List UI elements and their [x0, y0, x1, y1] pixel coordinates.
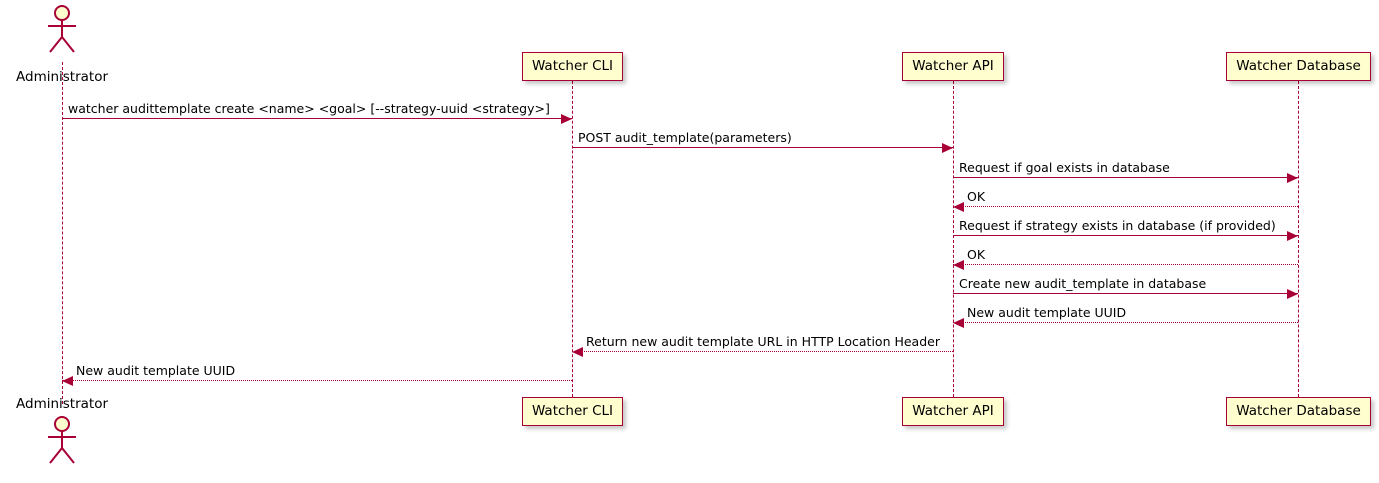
message-arrowhead-8 [953, 317, 964, 328]
message-arrowhead-1 [561, 113, 572, 124]
lifeline-watcher-cli [572, 81, 573, 397]
participant-box-watcher-api[interactable]: Watcher API [902, 52, 1004, 81]
message-arrowhead-9 [572, 346, 583, 357]
message-line-5 [953, 235, 1298, 236]
participant-box-watcher-db[interactable]: Watcher Database [1226, 52, 1371, 81]
actor-figure-administrator [40, 416, 84, 464]
message-label-9: Return new audit template URL in HTTP Lo… [586, 334, 940, 349]
message-arrowhead-7 [1287, 288, 1298, 299]
message-line-4 [953, 206, 1298, 207]
message-line-9 [572, 351, 953, 352]
message-line-3 [953, 177, 1298, 178]
message-label-10: New audit template UUID [76, 363, 236, 378]
message-line-7 [953, 293, 1298, 294]
lifeline-administrator [62, 62, 63, 404]
actor-label-administrator: Administrator [16, 396, 109, 412]
participant-box-watcher-cli[interactable]: Watcher CLI [522, 397, 623, 426]
message-arrowhead-3 [1287, 172, 1298, 183]
message-arrowhead-6 [953, 259, 964, 270]
message-label-7: Create new audit_template in database [959, 276, 1207, 291]
message-arrowhead-4 [953, 201, 964, 212]
message-label-2: POST audit_template(parameters) [578, 130, 792, 145]
participant-box-watcher-api[interactable]: Watcher API [902, 397, 1004, 426]
lifeline-watcher-api [953, 81, 954, 397]
participant-box-watcher-cli[interactable]: Watcher CLI [522, 52, 623, 81]
message-arrowhead-10 [62, 375, 73, 386]
actor-label-administrator: Administrator [16, 69, 109, 85]
message-label-4: OK [967, 189, 986, 204]
message-label-8: New audit template UUID [967, 305, 1127, 320]
message-label-5: Request if strategy exists in database (… [959, 218, 1276, 233]
message-line-2 [572, 147, 953, 148]
message-arrowhead-5 [1287, 230, 1298, 241]
actor-figure-administrator [40, 5, 84, 53]
message-line-1 [62, 118, 572, 119]
message-label-3: Request if goal exists in database [959, 160, 1170, 175]
message-line-10 [62, 380, 572, 381]
lifeline-watcher-db [1298, 81, 1299, 397]
message-label-1: watcher audittemplate create <name> <goa… [68, 101, 550, 116]
message-label-6: OK [967, 247, 986, 262]
message-line-6 [953, 264, 1298, 265]
participant-box-watcher-db[interactable]: Watcher Database [1226, 397, 1371, 426]
message-arrowhead-2 [942, 142, 953, 153]
message-line-8 [953, 322, 1298, 323]
